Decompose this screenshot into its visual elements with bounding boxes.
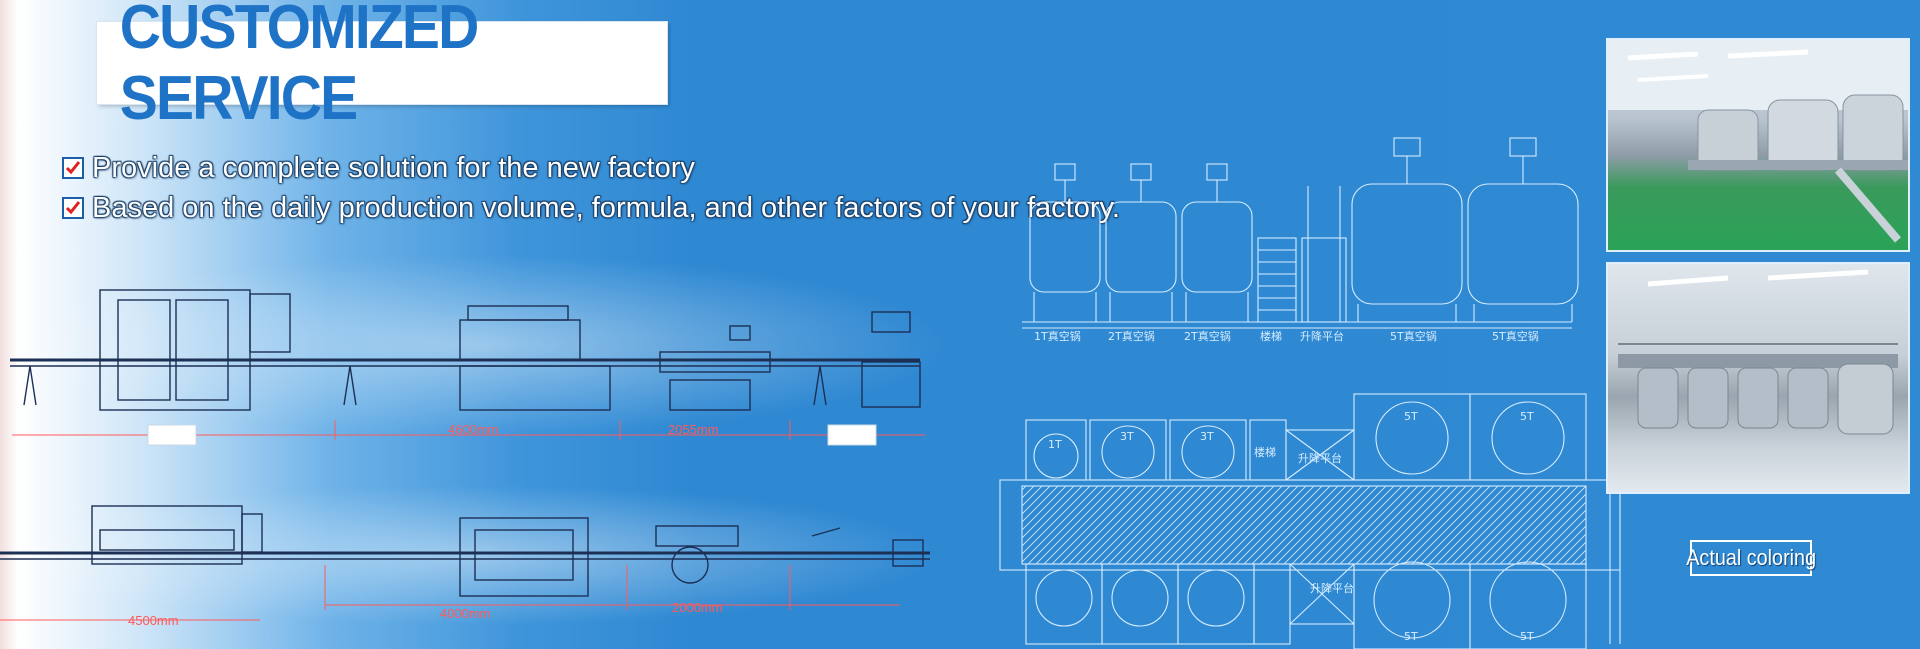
bullet-text: Provide a complete solution for the new … [92, 151, 695, 184]
tank-label: 升降平台 [1300, 329, 1344, 343]
factory-photo-bottom [1606, 262, 1910, 494]
plan-stair-label: 楼梯 [1254, 445, 1276, 459]
bullet-list: Provide a complete solution for the new … [62, 148, 1120, 228]
plan-tank-label: 5T [1520, 630, 1534, 643]
tank-label: 1T真空锅 [1034, 329, 1081, 343]
plan-tank-label: 5T [1520, 410, 1534, 423]
mixing-tank-icon [1618, 269, 1898, 435]
plan-tank-label: 1T [1048, 438, 1062, 451]
checkbox-checked-icon [62, 197, 84, 219]
filling-line-2-drawing [0, 485, 940, 625]
bullet-item: Provide a complete solution for the new … [62, 148, 1120, 188]
bullet-text: Based on the daily production volume, fo… [92, 191, 1120, 224]
plan-platform-label: 升降平台 [1310, 581, 1354, 595]
actual-coloring-label-box: Actual coloring [1686, 540, 1816, 576]
mixing-tank-icon [1608, 40, 1908, 243]
dimension-lines-2 [0, 565, 900, 621]
dimension-label: 4500mm [128, 613, 179, 628]
dimension-label: 2000mm [672, 600, 723, 615]
tank-label: 2T真空锅 [1108, 329, 1155, 343]
title-banner: CUSTOMIZED SERVICE [97, 0, 667, 133]
factory-photo-top [1606, 38, 1910, 252]
tank-label: 楼梯 [1260, 329, 1282, 343]
plan-view-drawing [999, 393, 1621, 649]
tank-label: 5T真空锅 [1492, 329, 1539, 343]
bullet-item: Based on the daily production volume, fo… [62, 188, 1120, 228]
tank-elevation-drawing [1022, 137, 1579, 329]
dimension-label: 2055mm [668, 422, 719, 437]
tank-label: 5T真空锅 [1390, 329, 1437, 343]
plan-tank-label: 3T [1200, 430, 1214, 443]
dimension-label: 4600mm [448, 422, 499, 437]
checkbox-checked-icon [62, 157, 84, 179]
plan-tank-label: 3T [1120, 430, 1134, 443]
plan-tank-label: 5T [1404, 630, 1418, 643]
page-title: CUSTOMIZED SERVICE [119, 0, 480, 133]
actual-coloring-label: Actual coloring [1686, 545, 1816, 570]
tank-label: 2T真空锅 [1184, 329, 1231, 343]
filling-line-1-drawing [10, 255, 950, 435]
plan-tank-label: 5T [1404, 410, 1418, 423]
dimension-lines-1 [12, 420, 925, 446]
dimension-label: 4000mm [440, 606, 491, 621]
plan-platform-label: 升降平台 [1298, 451, 1342, 465]
